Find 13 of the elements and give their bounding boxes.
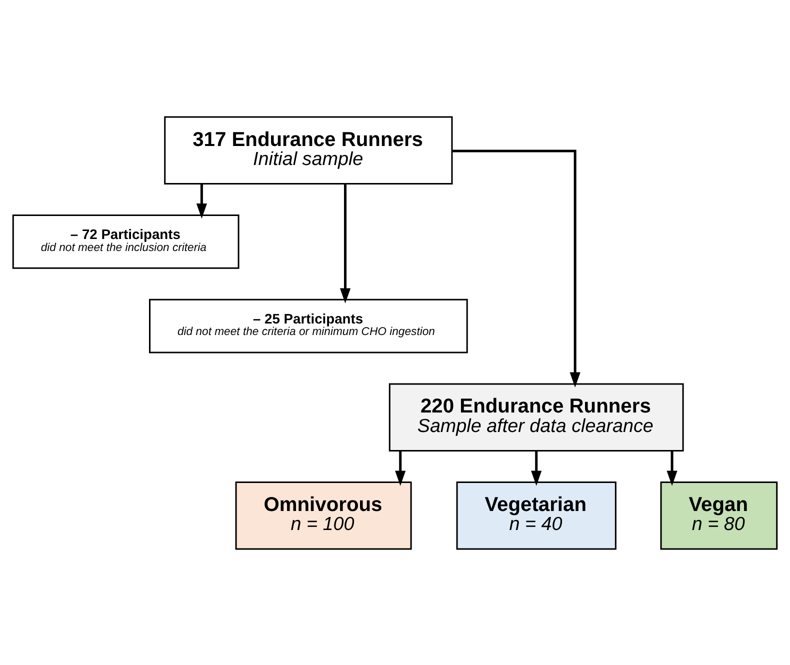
arrow [395,450,406,486]
arrow [666,450,678,486]
node-box: Vegan n = 80 [660,480,778,550]
node-box: 317 Endurance Runners Initial sample [164,116,453,184]
node-box: Omnivorous n = 100 [235,480,412,550]
arrow [196,183,207,218]
node-box: 220 Endurance Runners Sample after data clearance [388,382,684,451]
node-box: – 25 Participants did not meet the criteria or minimum CHO ingestion [149,298,468,353]
arrow [340,183,351,303]
node-box: – 72 Participants did not meet the inclusion criteria [12,214,240,268]
node-box: Vegetarian n = 40 [456,480,616,550]
arrow [531,450,542,486]
arrow [452,149,580,387]
